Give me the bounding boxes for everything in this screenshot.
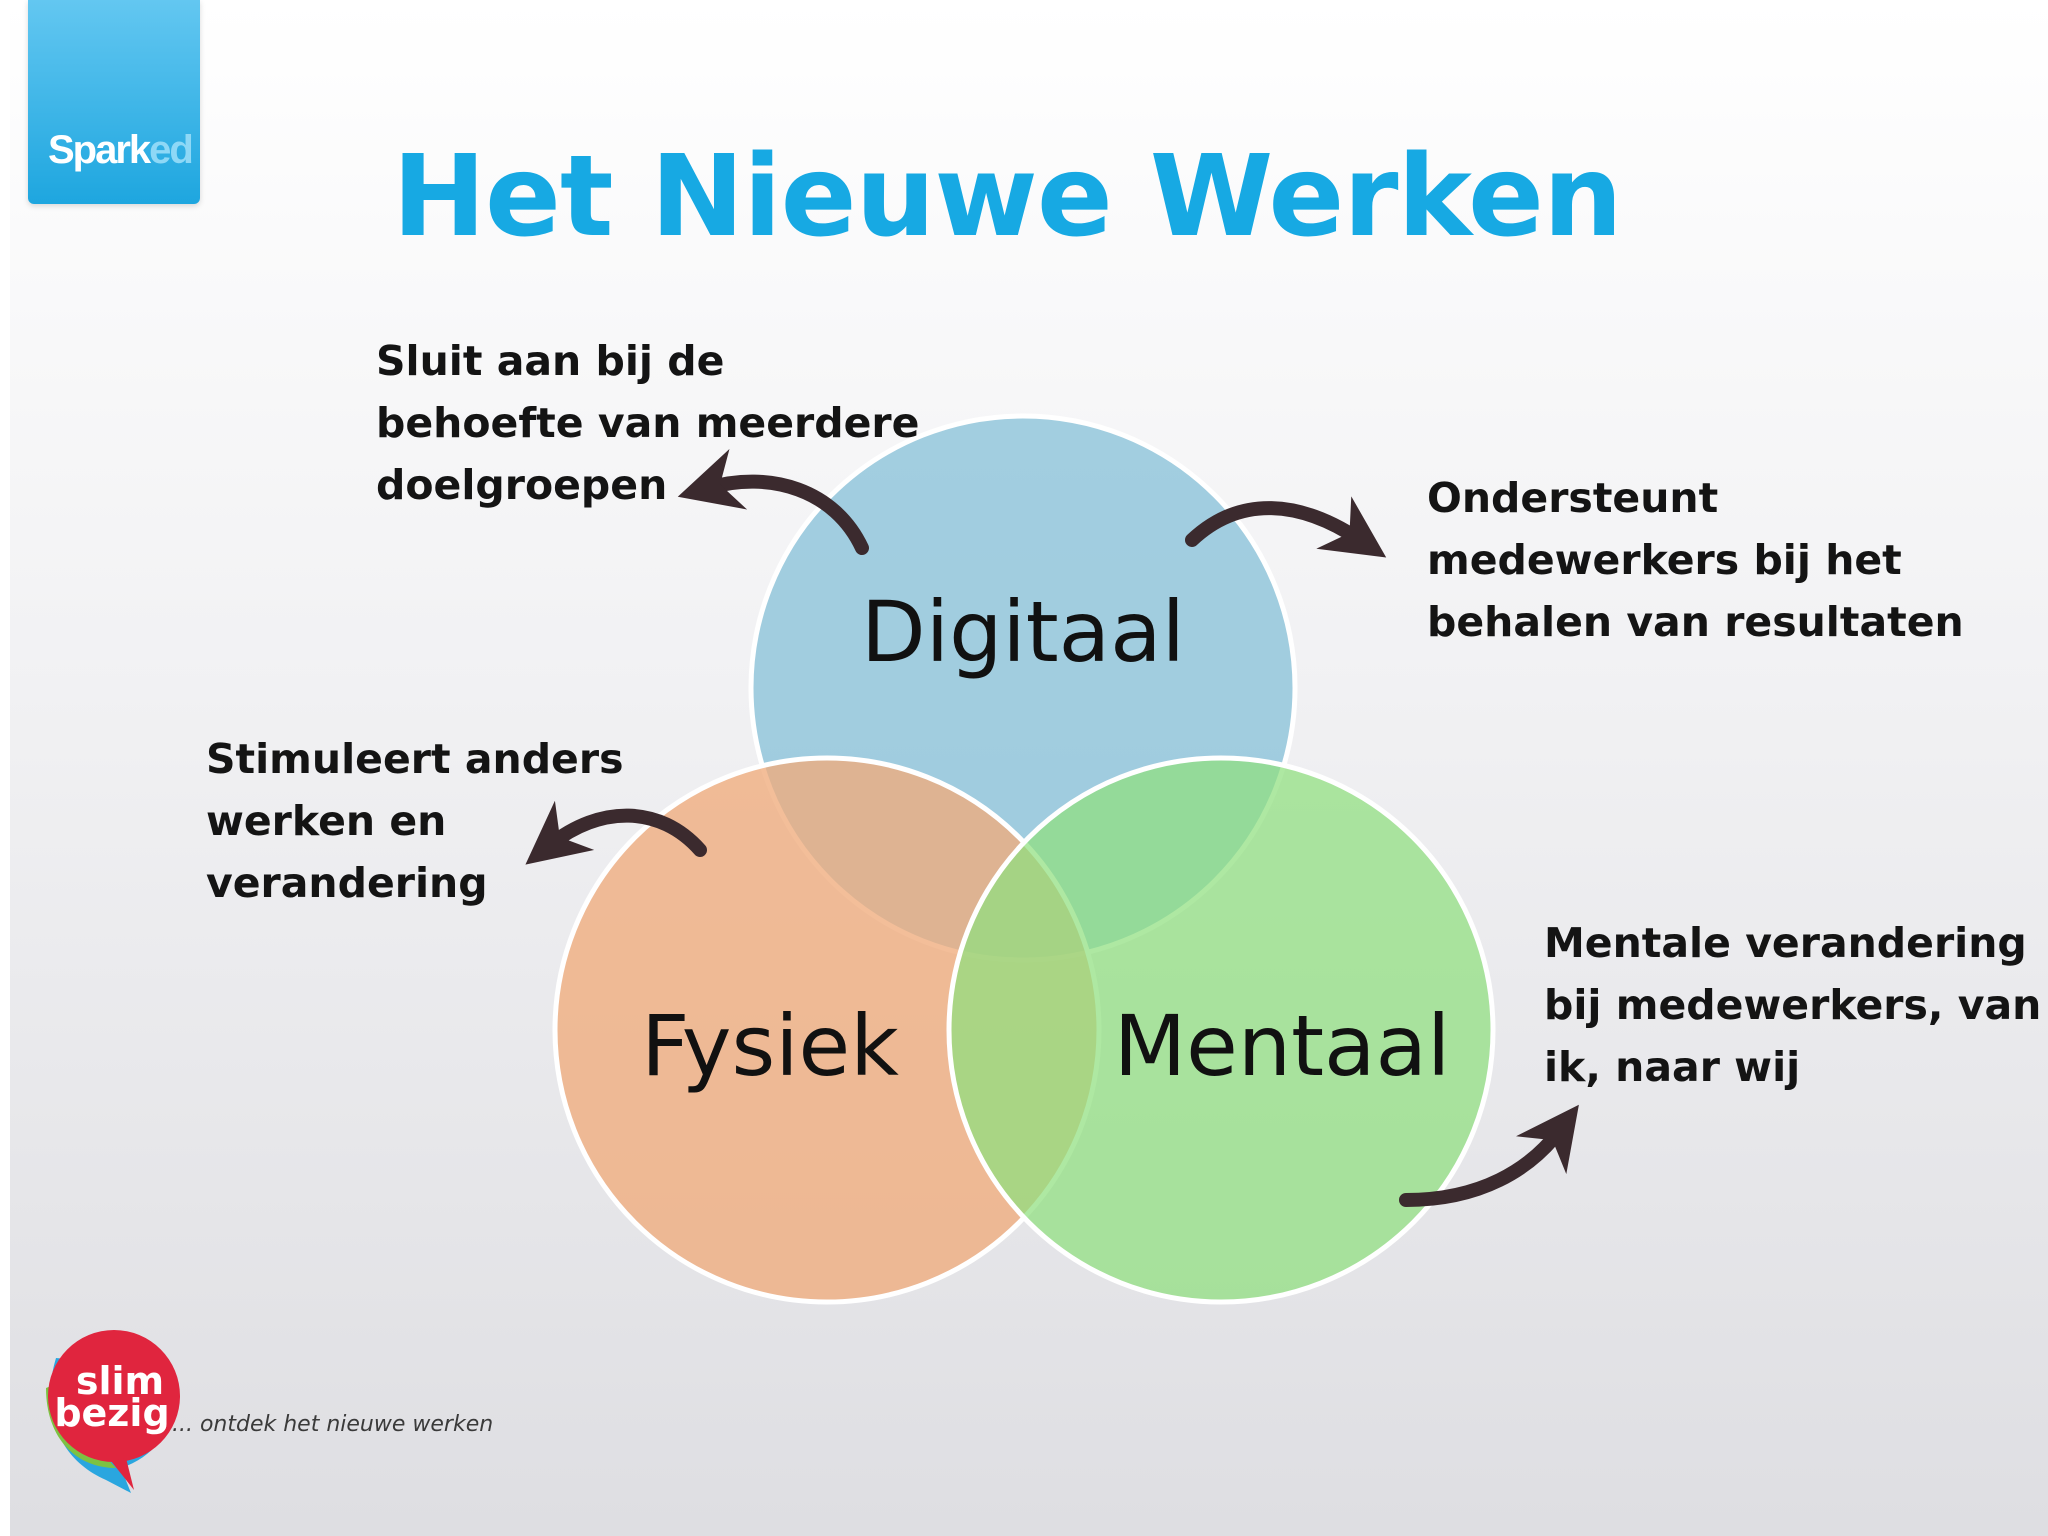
circle-mentaal [946,755,1496,1305]
arrow-to-mentaal-note [1399,1104,1579,1207]
spark-logo-suffix: ed [149,128,194,172]
slim-logo-line2: bezig [54,1391,169,1435]
slim-tagline: ... ontdek het nieuwe werken [172,1412,494,1437]
slide-title: Het Nieuwe Werken [0,132,2048,262]
slide-left-edge [0,0,10,1536]
slide-title-text: Het Nieuwe Werken [392,132,1622,262]
note-resultaten: Ondersteunt medewerkers bij het behalen … [1427,474,1964,646]
spark-logo: Sparked [48,128,194,173]
slim-bezig-logo: slim bezig [46,1330,180,1493]
label-fysiek: Fysiek [641,997,899,1095]
label-mentaal: Mentaal [1113,997,1451,1095]
spark-logo-tile: Sparked [28,0,200,204]
label-digitaal: Digitaal [861,583,1185,681]
slim-logo-line1: slim [76,1359,164,1403]
note-verandering: Stimuleert anders werken en verandering [206,735,624,907]
spark-logo-text: Spark [48,128,151,172]
arrow-to-verandering [525,800,707,865]
arrow-to-doelgroepen [677,448,869,555]
note-doelgroepen: Sluit aan bij de behoefte van meerdere d… [376,337,920,509]
note-mentale-verandering: Mentale verandering bij medewerkers, van… [1544,919,2042,1091]
arrow-to-resultaten [1185,496,1387,558]
